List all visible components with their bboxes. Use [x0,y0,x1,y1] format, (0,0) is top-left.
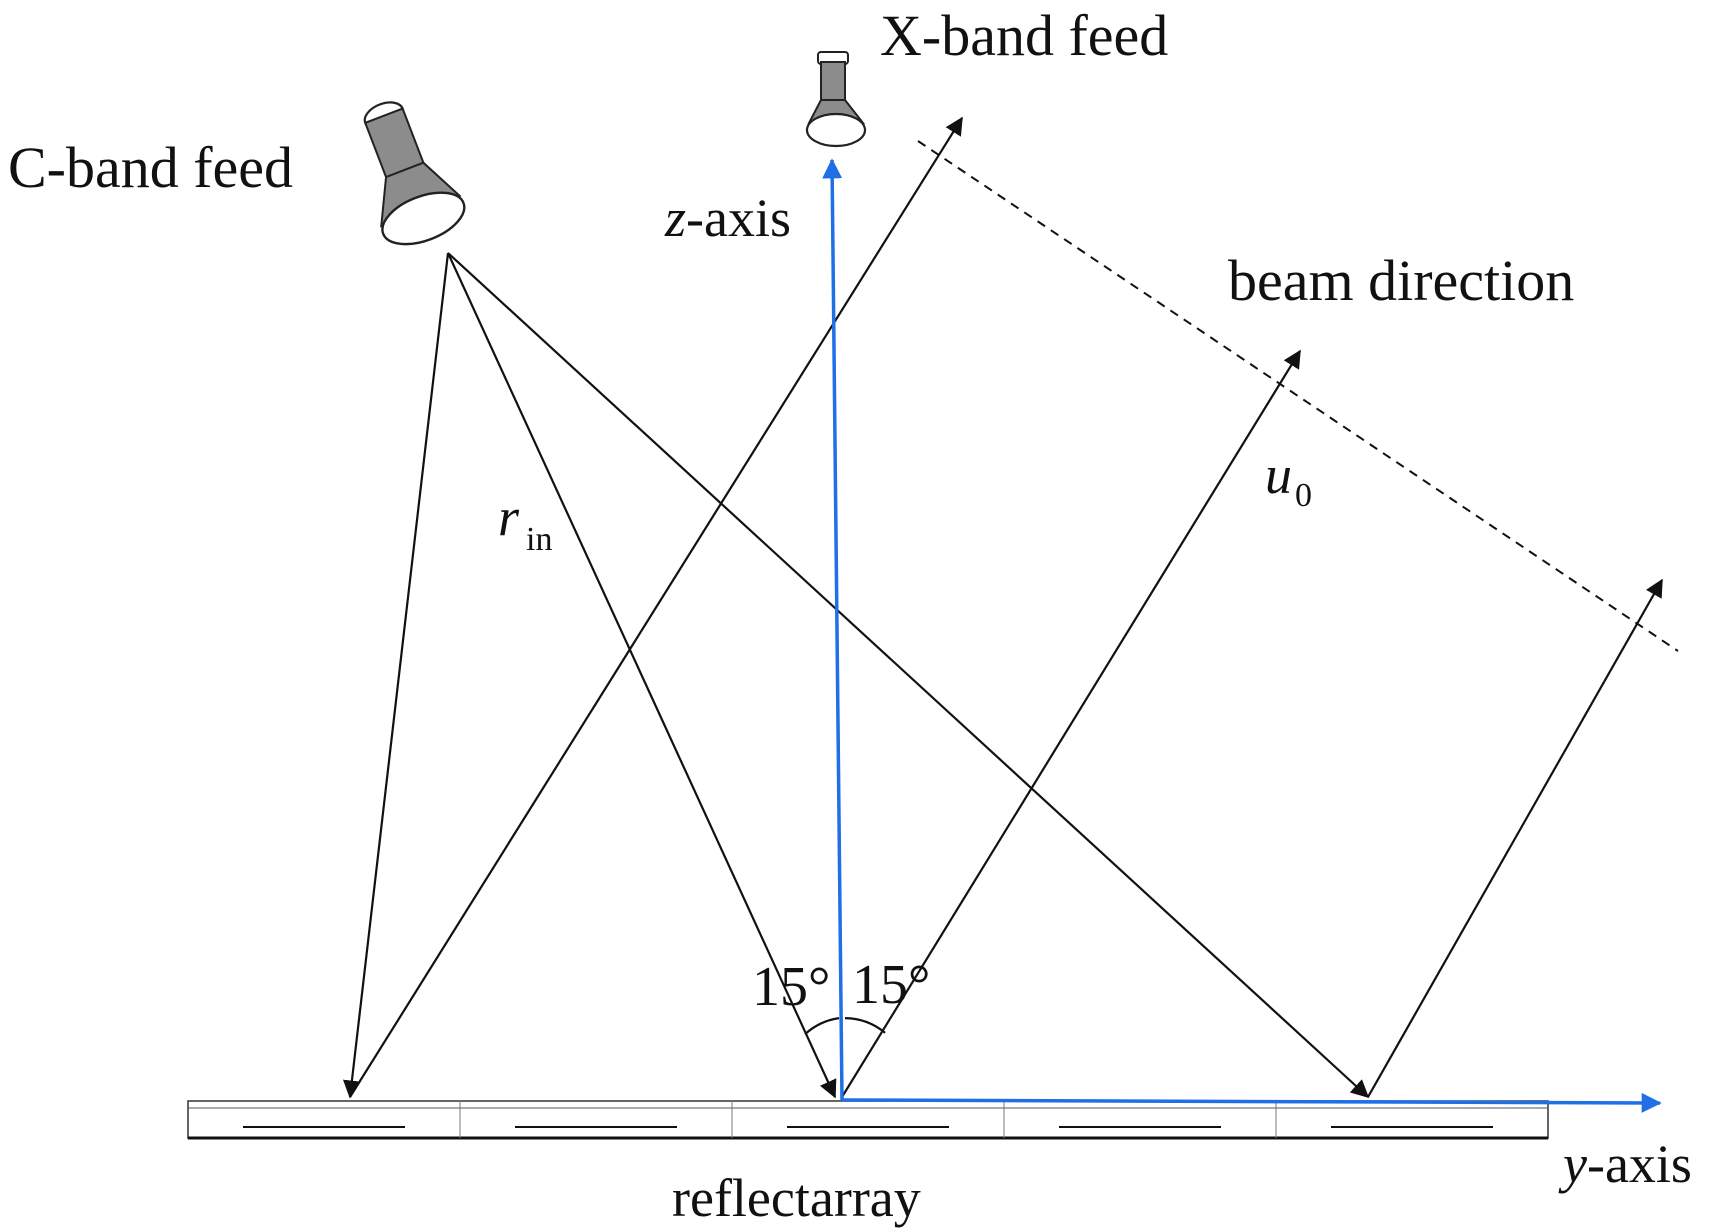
z-axis-suffix: -axis [686,188,791,248]
incident-rays [342,252,1370,1099]
incident-ray-left [342,252,450,1099]
r-in-symbol: r [498,487,520,547]
reflected-ray-center [841,349,1301,1098]
y-axis-variable: y [1558,1134,1587,1194]
z-axis-line [822,158,844,1101]
reflectarray-label: reflectarray [672,1168,921,1228]
u0-symbol: u [1265,445,1292,505]
angle-arc-right [844,1017,886,1034]
z-axis-variable: z [664,188,686,248]
axes [822,158,1662,1113]
z-axis-label: z-axis [664,188,791,248]
angle-right-label: 15° [852,954,930,1016]
x-band-feed-icon [805,51,867,148]
angle-arcs [804,1017,886,1036]
incident-ray-right [447,252,1370,1099]
reflected-rays [349,116,1663,1098]
y-axis-label: y-axis [1558,1134,1692,1194]
u0-subscript: 0 [1295,477,1312,514]
r-in-subscript: in [526,521,552,558]
angle-left-label: 15° [752,956,830,1018]
y-axis-suffix: -axis [1587,1134,1692,1194]
reflectarray-plate [187,1100,1549,1140]
reflected-ray-right [1367,578,1663,1098]
x-band-feed-label: X-band feed [880,3,1168,68]
incident-ray-center [447,252,837,1099]
beam-direction-label: beam direction [1228,248,1574,313]
c-band-feed-icon [363,101,466,246]
c-band-feed-label: C-band feed [8,135,293,200]
beam-wavefront-dashed-line [917,140,1679,652]
angle-arc-left [804,1017,840,1036]
y-axis-line [841,1092,1662,1113]
reflected-ray-left [349,116,963,1098]
